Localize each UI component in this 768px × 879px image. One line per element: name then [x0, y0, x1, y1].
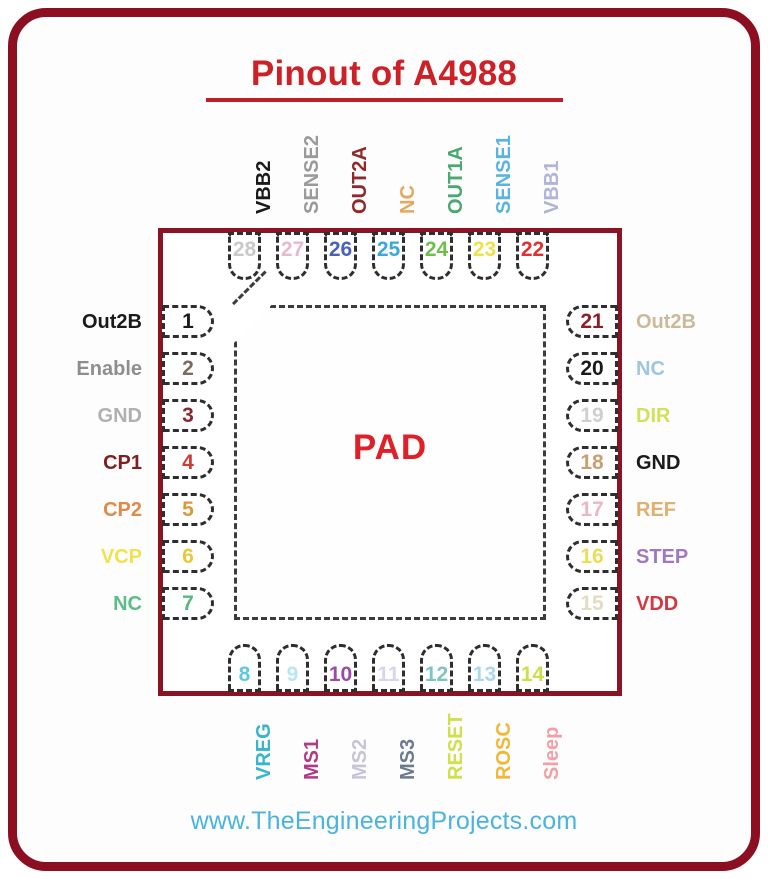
pin-label-6: VCP: [100, 546, 142, 568]
pin-label-2: Enable: [76, 358, 142, 380]
pin-pad-27: 27: [276, 232, 309, 280]
pin-label-24: OUT1A: [445, 146, 467, 214]
pin-pad-15: 15: [566, 587, 618, 620]
pin-pad-19: 19: [566, 399, 618, 432]
pin-pad-14: 14: [516, 644, 549, 692]
pin-pad-24: 24: [420, 232, 453, 280]
pin-pad-22: 22: [516, 232, 549, 280]
pin-label-16: STEP: [636, 546, 689, 568]
pin-pad-25: 25: [372, 232, 405, 280]
pin-label-7: NC: [113, 593, 142, 615]
pin-pad-7: 7: [162, 587, 214, 620]
pin-label-14: Sleep: [541, 726, 563, 780]
pin-label-8: VREG: [253, 723, 275, 780]
pin-pad-20: 20: [566, 352, 618, 385]
pin-label-23: SENSE1: [493, 135, 515, 214]
pin-pad-11: 11: [372, 644, 405, 692]
pin-pad-6: 6: [162, 540, 214, 573]
page-title: Pinout of A4988: [250, 54, 518, 93]
pin-label-9: MS1: [301, 738, 323, 780]
title-underline: [205, 98, 563, 102]
footer-url: www.TheEngineeringProjects.com: [190, 807, 578, 835]
pin-label-15: VDD: [636, 593, 679, 615]
pin-pad-2: 2: [162, 352, 214, 385]
pin-label-17: REF: [636, 499, 676, 521]
pin-pad-21: 21: [566, 305, 618, 338]
title-block: Pinout of A4988: [0, 56, 768, 102]
pin-label-10: MS2: [349, 738, 371, 780]
pin-pad-10: 10: [324, 644, 357, 692]
pin-pad-8: 8: [228, 644, 261, 692]
pin-label-22: VBB1: [541, 160, 563, 214]
pin-pad-13: 13: [468, 644, 501, 692]
pin-pad-18: 18: [566, 446, 618, 479]
pin-label-1: Out2B: [82, 311, 142, 333]
pin-pad-12: 12: [420, 644, 453, 692]
pin-label-19: DIR: [636, 405, 671, 427]
pin-label-28: VBB2: [253, 160, 275, 214]
pin-label-26: OUT2A: [349, 146, 371, 214]
pin-pad-28: 28: [228, 232, 261, 280]
pin-pad-9: 9: [276, 644, 309, 692]
pin-pad-1: 1: [162, 305, 214, 338]
pin-label-12: RESET: [445, 713, 467, 780]
pin-pad-5: 5: [162, 493, 214, 526]
pin-label-20: NC: [636, 358, 665, 380]
pin-pad-16: 16: [566, 540, 618, 573]
pin-label-3: GND: [97, 405, 142, 427]
pin-label-25: NC: [397, 185, 419, 214]
pin-label-4: CP1: [103, 452, 142, 474]
pin-pad-23: 23: [468, 232, 501, 280]
pad-label: PAD: [352, 428, 428, 467]
exposed-pad-outline: [234, 305, 546, 620]
pin-pad-17: 17: [566, 493, 618, 526]
pin-pad-4: 4: [162, 446, 214, 479]
pin-label-27: SENSE2: [301, 135, 323, 214]
pin-label-11: MS3: [397, 738, 419, 780]
pin-label-21: Out2B: [636, 311, 696, 333]
pin-pad-26: 26: [324, 232, 357, 280]
pin-label-18: GND: [636, 452, 681, 474]
pin-label-5: CP2: [103, 499, 142, 521]
pin-pad-3: 3: [162, 399, 214, 432]
pin-label-13: ROSC: [493, 722, 515, 780]
